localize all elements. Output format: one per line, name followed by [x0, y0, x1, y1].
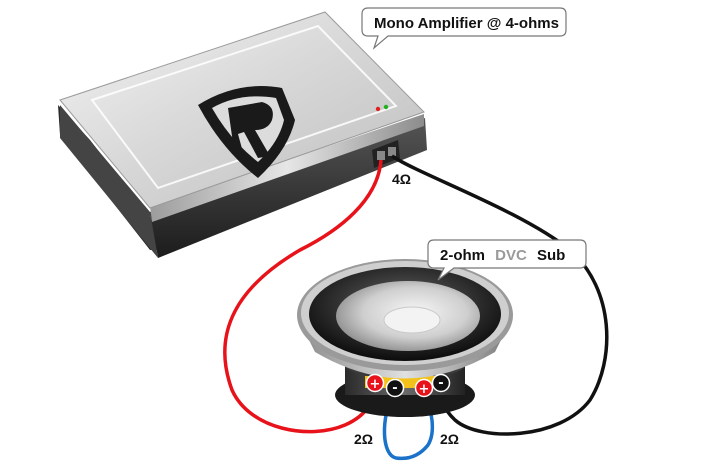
- coil-right-impedance-label: 2Ω: [440, 431, 459, 447]
- plus-sign-icon: +: [419, 382, 430, 397]
- amp-impedance-label: 4Ω: [392, 171, 411, 187]
- minus-sign-icon: -: [392, 381, 397, 396]
- sub-dust-cap: [383, 306, 441, 334]
- jumper-wire: [382, 389, 435, 461]
- amplifier-callout-text: Mono Amplifier @ 4-ohms: [374, 15, 559, 32]
- amp-speaker-terminal: [372, 140, 400, 168]
- subwoofer: [297, 259, 513, 417]
- plus-sign-icon: +: [370, 377, 381, 392]
- minus-sign-icon: -: [438, 376, 443, 391]
- negative-wire: [391, 154, 609, 436]
- subwoofer-callout-text: 2-ohm DVC Sub: [440, 247, 565, 264]
- amplifier-callout: Mono Amplifier @ 4-ohms: [361, 7, 567, 50]
- sub-basket: [300, 322, 510, 379]
- protect-led-icon: [383, 104, 389, 110]
- sub-terminal-coil2-negative: -: [431, 373, 451, 393]
- amp-left-face: [60, 105, 158, 258]
- sub-callout-sub: Sub: [537, 247, 565, 264]
- power-led-icon: [375, 106, 381, 112]
- amplifier: [58, 11, 427, 258]
- positive-wire: [223, 159, 383, 434]
- amp-front-strip: [150, 114, 424, 222]
- sub-terminal-coil2-positive: +: [414, 378, 434, 398]
- wires: [223, 154, 609, 461]
- coil-left-impedance-label: 2Ω: [354, 431, 373, 447]
- sub-callout-dvc: DVC: [495, 247, 527, 264]
- sub-terminal-coil1-positive: +: [365, 373, 385, 393]
- amp-top-bevel: [90, 24, 398, 190]
- brand-logo-icon: [198, 86, 295, 178]
- sub-callout-impedance: 2-ohm: [440, 247, 485, 264]
- amp-front-face: [150, 118, 427, 258]
- subwoofer-callout: 2-ohm DVC Sub: [427, 239, 587, 281]
- sub-terminal-coil1-negative: -: [385, 378, 405, 398]
